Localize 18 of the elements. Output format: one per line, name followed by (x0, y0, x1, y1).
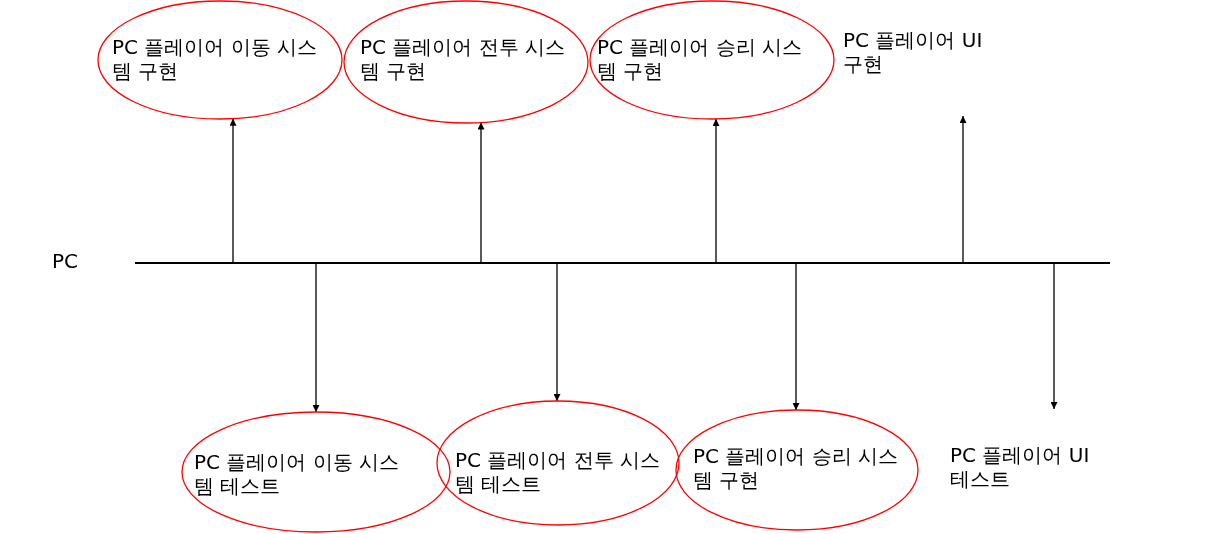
node-label: PC 플레이어 이동 시스템 구현 (112, 35, 319, 83)
timeline-line (135, 262, 1110, 264)
node-label: PC 플레이어 이동 시스템 테스트 (194, 450, 401, 498)
arrow (712, 118, 720, 264)
arrow (312, 262, 320, 413)
arrow (553, 262, 561, 402)
node-label: PC 플레이어 UI 구현 (843, 28, 984, 76)
node-label: PC 플레이어 전투 시스템 테스트 (455, 448, 662, 496)
arrow (1050, 262, 1058, 410)
node-label: PC 플레이어 전투 시스템 구현 (360, 35, 567, 83)
node-label: PC 플레이어 UI 테스트 (950, 443, 1091, 491)
arrow (477, 121, 485, 264)
node-label: PC 플레이어 승리 시스템 구현 (693, 444, 900, 492)
arrow (959, 115, 967, 264)
arrow (229, 118, 237, 264)
arrow (792, 262, 800, 411)
timeline-label: PC (52, 249, 79, 273)
node-label: PC 플레이어 승리 시스템 구현 (597, 35, 804, 83)
